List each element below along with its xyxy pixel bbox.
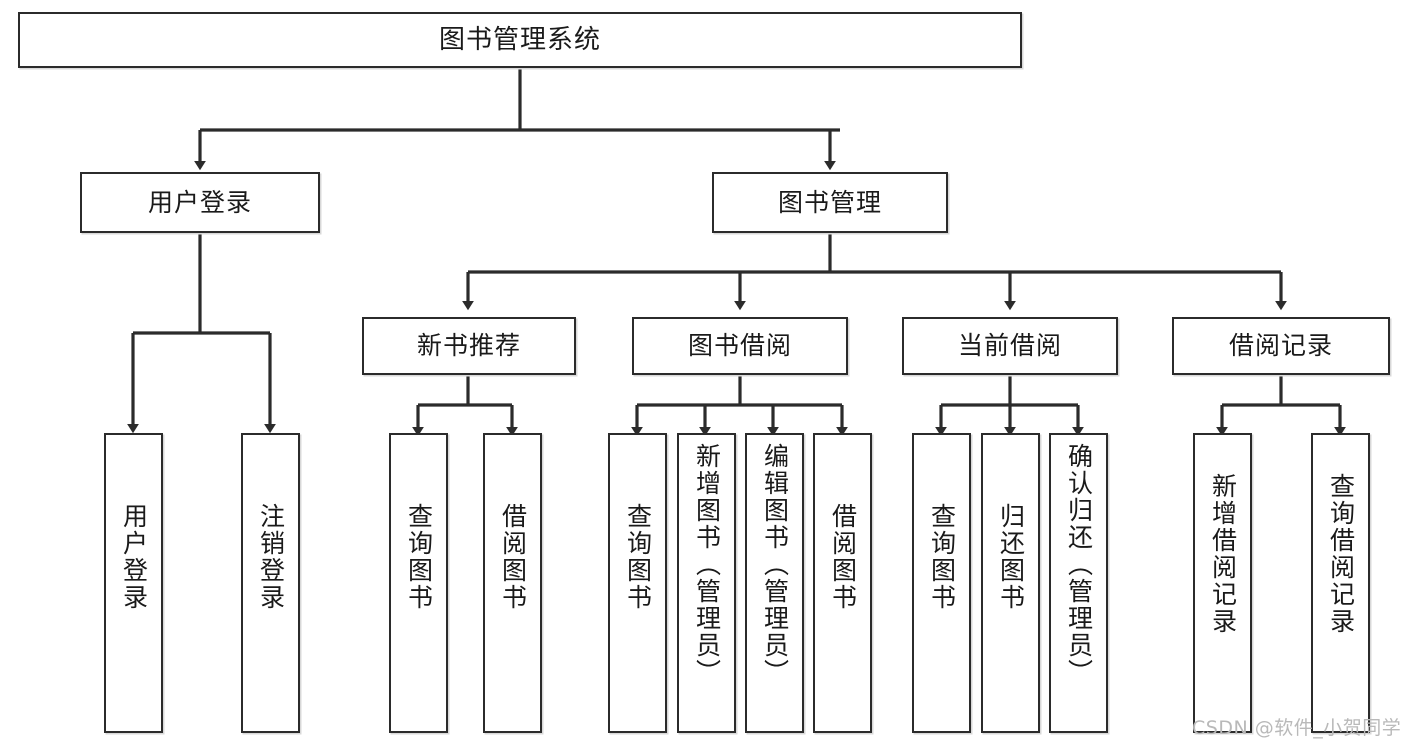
node-label: 当前借阅 (957, 331, 1062, 361)
node-root-system[interactable]: 图书管理系统 (18, 12, 1022, 68)
leaf-query-book-current[interactable]: 查询图书 (912, 433, 971, 733)
leaf-query-book-new[interactable]: 查询图书 (389, 433, 448, 733)
leaf-query-borrow-record[interactable]: 查询借阅记录 (1311, 433, 1370, 733)
node-label: 新增借阅记录 (1208, 473, 1238, 635)
node-label: 图书管理系统 (438, 24, 601, 55)
node-label: 确认归还（管理员） (1064, 443, 1094, 686)
node-label: 归还图书 (996, 503, 1026, 611)
node-book-management[interactable]: 图书管理 (712, 172, 948, 233)
node-label: 查询图书 (404, 503, 434, 611)
node-label: 新书推荐 (416, 331, 521, 361)
leaf-return-book[interactable]: 归还图书 (981, 433, 1040, 733)
node-label: 注销登录 (256, 503, 286, 611)
leaf-add-book-admin[interactable]: 新增图书（管理员） (677, 433, 736, 733)
node-label: 用户登录 (119, 503, 149, 611)
leaf-confirm-return-admin[interactable]: 确认归还（管理员） (1049, 433, 1108, 733)
node-label: 借阅图书 (828, 503, 858, 611)
node-label: 图书借阅 (687, 331, 792, 361)
node-user-login[interactable]: 用户登录 (80, 172, 320, 233)
leaf-borrow-book-new[interactable]: 借阅图书 (483, 433, 542, 733)
node-label: 查询借阅记录 (1326, 473, 1356, 635)
csdn-watermark: CSDN @软件_小贺同学 (1192, 717, 1402, 739)
node-borrow-record[interactable]: 借阅记录 (1172, 317, 1390, 375)
leaf-edit-book-admin[interactable]: 编辑图书（管理员） (745, 433, 804, 733)
node-current-borrow[interactable]: 当前借阅 (902, 317, 1118, 375)
node-label: 用户登录 (147, 187, 252, 217)
node-book-borrow[interactable]: 图书借阅 (632, 317, 848, 375)
node-label: 编辑图书（管理员） (760, 443, 790, 686)
leaf-add-borrow-record[interactable]: 新增借阅记录 (1193, 433, 1252, 733)
node-label: 借阅记录 (1228, 331, 1333, 361)
node-label: 图书管理 (777, 187, 882, 217)
node-label: 新增图书（管理员） (692, 443, 722, 686)
leaf-logout[interactable]: 注销登录 (241, 433, 300, 733)
leaf-query-book-borrow[interactable]: 查询图书 (608, 433, 667, 733)
leaf-borrow-book[interactable]: 借阅图书 (813, 433, 872, 733)
leaf-user-login[interactable]: 用户登录 (104, 433, 163, 733)
node-label: 查询图书 (623, 503, 653, 611)
node-new-book-recommend[interactable]: 新书推荐 (362, 317, 576, 375)
node-label: 查询图书 (927, 503, 957, 611)
node-label: 借阅图书 (498, 503, 528, 611)
